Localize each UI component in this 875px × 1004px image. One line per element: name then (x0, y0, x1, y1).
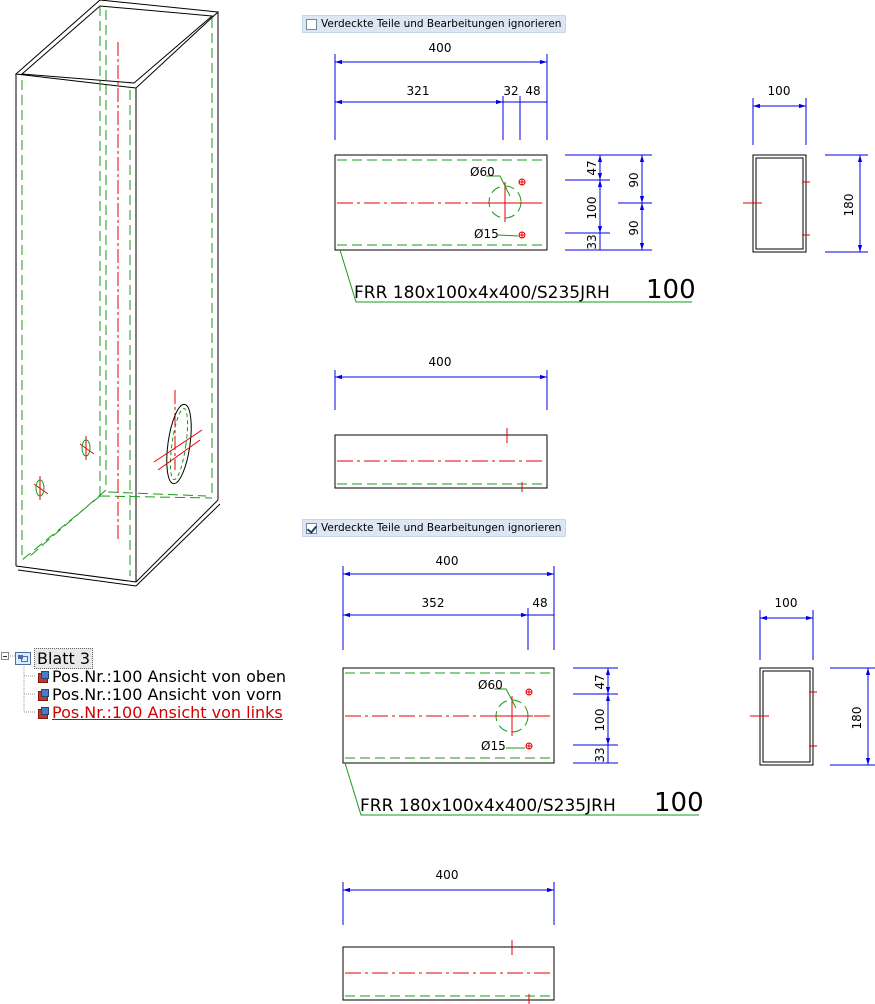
pos-number-bottom: 100 (654, 788, 704, 818)
svg-text:400: 400 (429, 41, 452, 55)
svg-text:180: 180 (842, 194, 856, 217)
view-icon (37, 706, 49, 719)
tree-node-sheet[interactable]: Blatt 3 (15, 647, 94, 669)
svg-text:100: 100 (775, 596, 798, 610)
svg-text:32: 32 (503, 84, 518, 98)
top-view-bottom: 400 (342, 868, 555, 1004)
svg-text:90: 90 (627, 220, 641, 235)
ignore-hidden-checkbox-top[interactable]: Verdeckte Teile und Bearbeitungen ignori… (302, 15, 567, 33)
svg-text:352: 352 (422, 596, 445, 610)
side-view-bottom: 100 180 (750, 596, 875, 766)
svg-text:180: 180 (850, 707, 864, 730)
svg-text:Ø15: Ø15 (474, 227, 499, 241)
sheet-icon (15, 651, 31, 665)
svg-text:400: 400 (429, 355, 452, 369)
svg-text:47: 47 (593, 674, 607, 689)
collapse-icon[interactable] (1, 652, 9, 660)
svg-text:100: 100 (585, 197, 599, 220)
svg-text:47: 47 (585, 160, 599, 175)
view-icon (37, 688, 49, 701)
view-icon (37, 670, 49, 683)
svg-text:100: 100 (768, 84, 791, 98)
side-view-top: 100 180 (743, 84, 868, 253)
svg-text:321: 321 (407, 84, 430, 98)
ignore-hidden-checkbox-bottom[interactable]: Verdeckte Teile und Bearbeitungen ignori… (302, 519, 567, 537)
front-view-bottom: 400 352 48 Ø60 Ø15 47 100 33 FRR 180x100… (342, 554, 704, 818)
tree-node-view-left[interactable]: Pos.Nr.:100 Ansicht von links (37, 703, 283, 722)
svg-text:48: 48 (525, 84, 540, 98)
svg-text:Ø60: Ø60 (478, 678, 503, 692)
checkbox-checked-icon[interactable] (306, 522, 317, 534)
svg-text:400: 400 (436, 554, 459, 568)
svg-text:Ø15: Ø15 (481, 739, 506, 753)
svg-text:90: 90 (627, 172, 641, 187)
tree-node-view-top[interactable]: Pos.Nr.:100 Ansicht von oben (37, 667, 286, 686)
pos-number-top: 100 (646, 275, 696, 305)
checkbox-label: Verdeckte Teile und Bearbeitungen ignori… (321, 18, 562, 30)
checkbox-unchecked-icon[interactable] (306, 18, 317, 30)
tree-node-view-front[interactable]: Pos.Nr.:100 Ansicht von vorn (37, 685, 282, 704)
checkbox-label: Verdeckte Teile und Bearbeitungen ignori… (321, 522, 562, 534)
svg-text:33: 33 (585, 234, 599, 249)
top-view-top: 400 (334, 355, 548, 492)
part-label-top: FRR 180x100x4x400/S235JRH (354, 283, 610, 303)
svg-text:48: 48 (532, 596, 547, 610)
svg-text:100: 100 (593, 709, 607, 732)
part-label-bottom: FRR 180x100x4x400/S235JRH (360, 796, 616, 816)
svg-text:400: 400 (436, 868, 459, 882)
svg-text:Ø60: Ø60 (470, 165, 495, 179)
svg-text:33: 33 (593, 747, 607, 762)
front-view-top: 400 321 32 48 Ø60 Ø15 47 100 33 90 90 FR… (334, 41, 696, 305)
